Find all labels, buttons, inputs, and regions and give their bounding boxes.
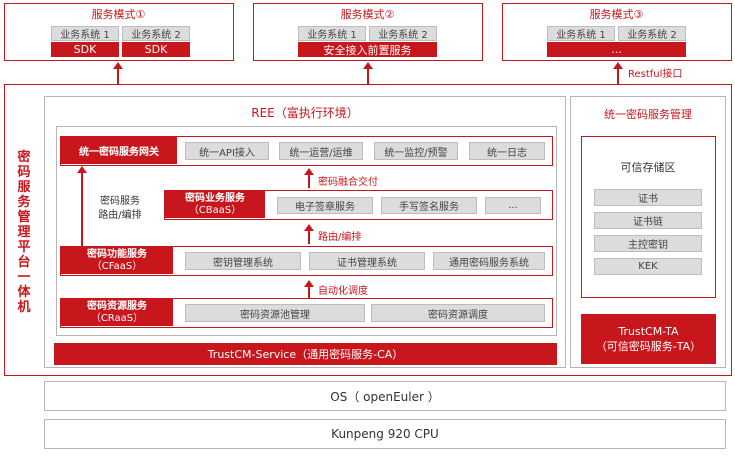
fusion-arrow-head — [304, 168, 314, 175]
fusion-label: 密码融合交付 — [318, 177, 378, 188]
storage-item-masterkey: 主控密钥 — [594, 235, 702, 252]
craas-label-line1: 密码资源服务 — [87, 300, 147, 312]
service-mode-3: 服务模式③ 业务系统 1 业务系统 2 ... — [502, 3, 732, 61]
cfaas-item-certmgmt: 证书管理系统 — [309, 252, 425, 270]
storage-item-kek: KEK — [594, 258, 702, 275]
cfaas-row: 密码功能服务 （CFaaS） 密钥管理系统 证书管理系统 通用密码服务系统 — [60, 246, 553, 276]
service-mode-2: 服务模式② 业务系统 1 业务系统 2 安全接入前置服务 — [253, 3, 483, 61]
route-arrow-head — [304, 224, 314, 231]
craas-row: 密码资源服务 （CRaaS） 密码资源池管理 密码资源调度 — [60, 298, 553, 328]
left-route-line — [81, 172, 83, 250]
connector-arrow-1 — [113, 62, 123, 69]
connector-arrow-2 — [363, 62, 373, 69]
service-mode-1: 服务模式① 业务系统 1 业务系统 2 SDK SDK — [4, 3, 234, 61]
cfaas-item-keymgmt: 密钥管理系统 — [185, 252, 301, 270]
connector-line-1 — [117, 68, 119, 84]
mode3-ellipsis-bar: ... — [547, 42, 686, 57]
trustcm-ta-line1: TrustCM-TA — [618, 325, 679, 338]
ree-title: REE（富执行环境） — [251, 105, 359, 120]
auto-label: 自动化调度 — [318, 286, 368, 297]
craas-label: 密码资源服务 （CRaaS） — [61, 299, 173, 326]
mode1-system-2: 业务系统 2 — [122, 26, 190, 41]
fusion-arrow-line — [308, 174, 310, 188]
cbaas-row: 密码业务服务 （CBaaS） 电子签章服务 手写签名服务 ... — [164, 190, 553, 220]
cbaas-label: 密码业务服务 （CBaaS） — [165, 191, 265, 218]
gateway-item-api: 统一API接入 — [185, 142, 269, 160]
cbaas-label-line1: 密码业务服务 — [185, 192, 245, 204]
left-route-arrow — [77, 166, 87, 173]
cfaas-item-general: 通用密码服务系统 — [433, 252, 545, 270]
os-layer: OS（ openEuler ） — [44, 381, 726, 411]
trustcm-ta-line2: （可信密码服务-TA） — [595, 340, 702, 353]
gateway-row: 统一密码服务网关 统一API接入 统一运营/运维 统一监控/预警 统一日志 — [60, 136, 553, 166]
storage-title: 可信存储区 — [620, 161, 676, 174]
platform-box — [4, 84, 732, 376]
route-arrow-line — [308, 230, 310, 244]
service-mode-2-title: 服务模式② — [340, 8, 395, 21]
mode1-system-1: 业务系统 1 — [51, 26, 119, 41]
auto-arrow-line — [308, 286, 310, 298]
restful-label: Restful接口 — [628, 69, 683, 80]
cfaas-label: 密码功能服务 （CFaaS） — [61, 247, 173, 274]
side-route-label-2: 路由/编排 — [98, 210, 142, 221]
cbaas-item-more: ... — [485, 197, 541, 214]
service-mode-3-title: 服务模式③ — [589, 8, 644, 21]
gateway-label: 统一密码服务网关 — [61, 137, 177, 164]
craas-label-line2: （CRaaS） — [90, 312, 144, 324]
cpu-layer: Kunpeng 920 CPU — [44, 419, 726, 449]
mode3-system-1: 业务系统 1 — [547, 26, 615, 41]
connector-line-2 — [367, 68, 369, 84]
mode2-system-1: 业务系统 1 — [298, 26, 366, 41]
mode2-gateway-bar: 安全接入前置服务 — [298, 42, 437, 57]
side-route-label-1: 密码服务 — [100, 196, 140, 207]
gateway-item-log: 统一日志 — [469, 142, 545, 160]
connector-arrow-3 — [613, 62, 623, 69]
platform-title: 密码服务管理平台一体机 — [17, 150, 31, 315]
mode1-sdk-2: SDK — [122, 42, 190, 57]
trustcm-service-bar: TrustCM-Service（通用密码服务-CA） — [54, 343, 557, 365]
mgmt-title: 统一密码服务管理 — [604, 108, 692, 121]
cfaas-label-line2: （CFaaS） — [91, 260, 143, 272]
ree-inner-box — [56, 126, 557, 336]
auto-arrow-head — [304, 280, 314, 287]
gateway-item-monitor: 统一监控/预警 — [374, 142, 458, 160]
storage-item-cert: 证书 — [594, 189, 702, 206]
gateway-item-ops: 统一运营/运维 — [279, 142, 363, 160]
cbaas-item-esign: 电子签章服务 — [277, 197, 373, 214]
mode3-system-2: 业务系统 2 — [618, 26, 686, 41]
trusted-storage-box: 可信存储区 证书 证书链 主控密钥 KEK — [581, 136, 716, 298]
ree-box — [44, 96, 566, 368]
mode2-system-2: 业务系统 2 — [369, 26, 437, 41]
mode1-sdk-1: SDK — [51, 42, 119, 57]
craas-item-schedule: 密码资源调度 — [371, 304, 545, 322]
mgmt-box — [570, 96, 726, 368]
cbaas-label-line2: （CBaaS） — [188, 204, 242, 216]
cfaas-label-line1: 密码功能服务 — [87, 248, 147, 260]
route-label: 路由/编排 — [318, 232, 362, 243]
cbaas-item-handwrite: 手写签名服务 — [381, 197, 477, 214]
connector-line-3 — [617, 68, 619, 84]
storage-item-chain: 证书链 — [594, 212, 702, 229]
trustcm-ta-box: TrustCM-TA （可信密码服务-TA） — [581, 314, 716, 364]
craas-item-pool: 密码资源池管理 — [185, 304, 365, 322]
service-mode-1-title: 服务模式① — [91, 8, 146, 21]
